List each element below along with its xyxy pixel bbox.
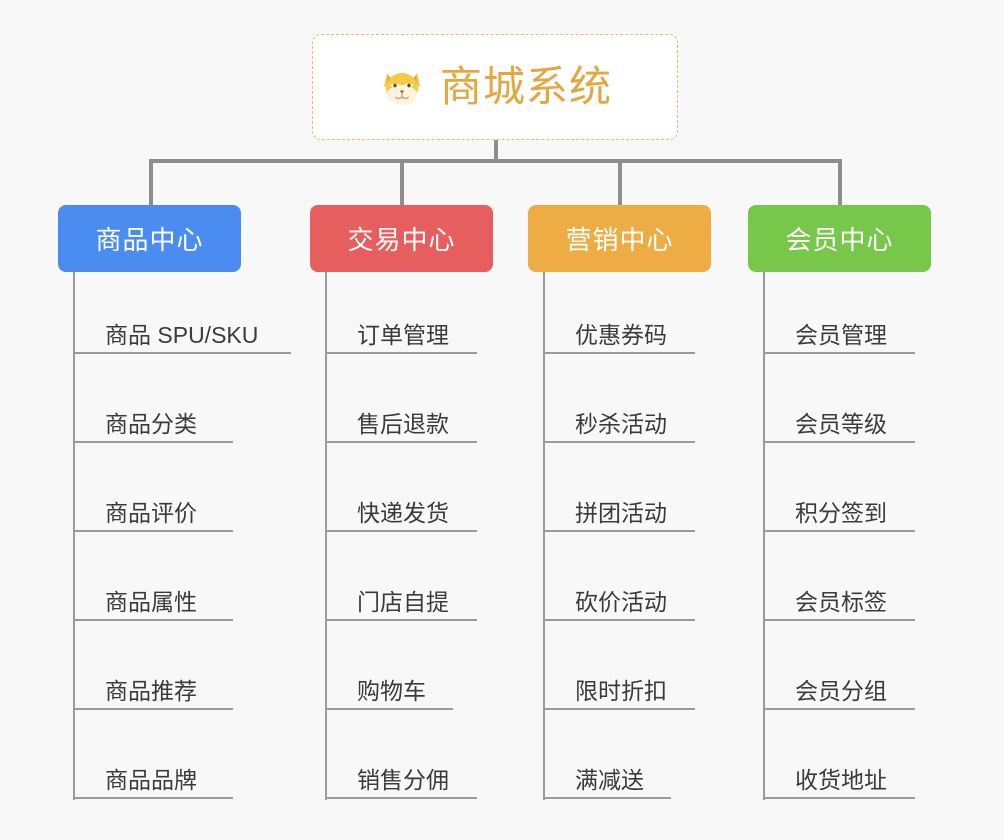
category-label-2: 交易中心 [347, 225, 456, 255]
leaf-underline [73, 797, 233, 799]
leaf-label: 会员管理 [795, 322, 887, 348]
connector-root-stem [494, 140, 498, 161]
connector-drop-3 [618, 159, 622, 206]
leaf-label: 会员分组 [795, 678, 887, 704]
connector-horizontal-bus [150, 159, 842, 163]
leaf-underline [325, 708, 453, 710]
leaf-underline [73, 441, 233, 443]
leaf-label: 会员等级 [795, 411, 887, 437]
leaf-label: 砍价活动 [575, 589, 667, 615]
leaf-label: 优惠券码 [575, 322, 667, 348]
branch-spine-2 [325, 272, 327, 800]
leaf-underline [73, 619, 233, 621]
leaf-underline [325, 441, 477, 443]
connector-drop-1 [149, 159, 153, 206]
connector-drop-4 [838, 159, 842, 206]
leaf-label: 订单管理 [357, 322, 449, 348]
leaf-underline [543, 530, 695, 532]
leaf-label: 商品品牌 [105, 767, 197, 793]
leaf-underline [763, 441, 915, 443]
category-header-2[interactable]: 交易中心 [310, 205, 493, 272]
leaf-underline [763, 530, 915, 532]
root-title: 商城系统 [439, 63, 612, 110]
category-header-3[interactable]: 营销中心 [528, 205, 711, 272]
leaf-underline [325, 797, 477, 799]
leaf-label: 售后退款 [357, 411, 449, 437]
branch-spine-4 [763, 272, 765, 800]
category-label-3: 营销中心 [565, 225, 674, 255]
leaf-underline [543, 708, 695, 710]
leaf-underline [763, 797, 915, 799]
category-label-4: 会员中心 [785, 225, 894, 255]
leaf-underline [543, 352, 695, 354]
leaf-label: 商品推荐 [105, 678, 197, 704]
leaf-underline [763, 352, 915, 354]
connector-drop-2 [400, 159, 404, 206]
category-header-4[interactable]: 会员中心 [748, 205, 931, 272]
leaf-underline [73, 530, 233, 532]
category-label-1: 商品中心 [95, 225, 204, 255]
branch-spine-3 [543, 272, 545, 800]
leaf-label: 限时折扣 [575, 678, 667, 704]
leaf-underline [73, 708, 233, 710]
leaf-underline [763, 619, 915, 621]
leaf-underline [543, 797, 671, 799]
leaf-underline [73, 352, 291, 354]
leaf-label: 积分签到 [795, 500, 887, 526]
leaf-underline [325, 619, 477, 621]
leaf-label: 商品评价 [105, 500, 197, 526]
leaf-underline [543, 619, 695, 621]
leaf-underline [763, 708, 915, 710]
leaf-label: 商品属性 [105, 589, 197, 615]
leaf-label: 门店自提 [357, 589, 449, 615]
leaf-label: 拼团活动 [575, 500, 667, 526]
root-node[interactable]: 商城系统 [312, 34, 678, 140]
leaf-label: 商品 SPU/SKU [105, 322, 259, 348]
leaf-underline [543, 441, 695, 443]
shiba-dog-face-icon [378, 63, 426, 111]
leaf-label: 商品分类 [105, 411, 197, 437]
branch-spine-1 [73, 272, 75, 800]
leaf-label: 收货地址 [795, 767, 887, 793]
leaf-underline [325, 530, 477, 532]
leaf-label: 满减送 [575, 767, 644, 793]
leaf-label: 购物车 [357, 678, 426, 704]
leaf-underline [325, 352, 477, 354]
leaf-label: 会员标签 [795, 589, 887, 615]
category-header-1[interactable]: 商品中心 [58, 205, 241, 272]
leaf-label: 销售分佣 [357, 767, 449, 793]
leaf-label: 秒杀活动 [575, 411, 667, 437]
leaf-label: 快递发货 [357, 500, 449, 526]
